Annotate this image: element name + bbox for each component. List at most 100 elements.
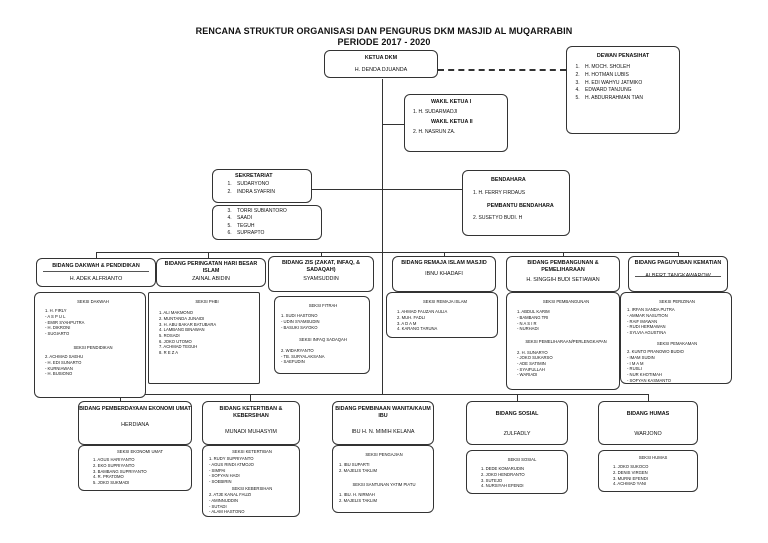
bidang-humas-box: BIDANG HUMAS WARJONO bbox=[598, 401, 698, 445]
member-line: 2. MUH. FADLI bbox=[397, 315, 426, 321]
ketua-box: KETUA DKM H. DENDA DJUANDA bbox=[324, 50, 438, 78]
sekretariat-staff-item: SUPRAPTO bbox=[233, 230, 321, 237]
section-label: SEKSI PEMELIHARAAN/PERLENGKAPAN bbox=[525, 339, 607, 345]
member-line: - SUGIARTO bbox=[45, 331, 70, 337]
section-lines: 1. IRFAN SANDA PUTRA - AMMAR NASUTION - … bbox=[627, 307, 727, 335]
member-line: - IMAM SUDIN bbox=[627, 354, 655, 360]
member-line: 1. ABDUL KARIM bbox=[517, 309, 550, 315]
section-lines: 1. SUDI HASTONO - UDIN SYAMSUDIN - BASUK… bbox=[281, 313, 365, 330]
member-line: 1. RUDY SUPRIYANTO bbox=[209, 456, 254, 462]
member-line: 7. ACHMAD TEGUH bbox=[159, 344, 198, 350]
bidang-wanita-title: BIDANG PEMBINAAN WANITA/KAUM IBU bbox=[335, 406, 431, 420]
bidang-phbi-box: BIDANG PERINGATAN HARI BESAR ISLAM ZAINA… bbox=[156, 258, 266, 287]
connector-bottom-horizontal bbox=[120, 394, 648, 395]
member-line: - NURHADI bbox=[517, 326, 539, 332]
bidang-humas-title: BIDANG HUMAS bbox=[626, 411, 670, 417]
bidang-remaja-head: IBNU KHADAFI bbox=[425, 271, 463, 278]
section-label: SEKSI SOSIAL bbox=[507, 457, 537, 462]
bidang-sosial-title: BIDANG SOSIAL bbox=[495, 411, 539, 417]
chart-title: RENCANA STRUKTUR ORGANISASI DAN PENGURUS… bbox=[195, 26, 573, 36]
member-line: 2. EKO SUPRIYANTO bbox=[93, 463, 135, 469]
section-label: SEKSI EKONOMI UMAT bbox=[117, 449, 163, 454]
bidang-remaja-members: SEKSI REMAJA ISLAM 1. AHMAD FAUZAN AULIA… bbox=[386, 292, 498, 338]
bidang-ketertiban-head: MUNADI MUHASYIM bbox=[225, 429, 277, 436]
member-line: - SOFYAN KASMANTO bbox=[627, 377, 672, 383]
sekretariat-staff-item: TORRI SUBIANTORO bbox=[233, 208, 321, 215]
member-line: - A S P U L bbox=[45, 314, 66, 320]
bidang-ekonomi-title: BIDANG PEMBERDAYAAN EKONOMI UMAT bbox=[79, 406, 191, 412]
member-line: 2. DENIS VIRGEN bbox=[613, 470, 648, 476]
connector-lower-vertical bbox=[382, 252, 383, 394]
member-line: - BAMBANG TRI bbox=[517, 315, 549, 321]
member-line: 4. LAMBANG BINAWAN bbox=[159, 327, 205, 333]
sekretariat-box: SEKRETARIAT SUDARYONO INDRA SYAFRIN bbox=[212, 169, 312, 203]
member-line: - I M A M bbox=[627, 360, 644, 366]
wakil-ketua-box: WAKIL KETUA I 1. H. SUDARMADJI WAKIL KET… bbox=[404, 94, 508, 152]
bidang-phbi-members: SEKSI PHBI 1. ALI MAKMONO 2. MUNTANDA JU… bbox=[148, 292, 260, 384]
sekretariat-staff-item: TEGUH bbox=[233, 223, 321, 230]
connector-bdrop-4 bbox=[517, 394, 518, 401]
bidang-dakwah-title: BIDANG DAKWAH & PENDIDIKAN bbox=[52, 263, 140, 269]
sekretariat-staff-box: TORRI SUBIANTORO SAADI TEGUH SUPRAPTO bbox=[212, 205, 322, 240]
section-lines: 2. ATJE KANAL FAUZI - AMINNUDDIN - SUTAD… bbox=[209, 492, 295, 515]
connector-bdrop-2 bbox=[250, 394, 251, 401]
member-line: - UDIN SYAMSUDIN bbox=[281, 319, 320, 325]
sekretariat-member: INDRA SYAFRIN bbox=[233, 189, 311, 197]
member-line: 2. MAJELIS TAKLIM bbox=[339, 468, 378, 474]
connector-drop-1 bbox=[96, 252, 97, 258]
bidang-dakwah-head: H. ADEK ALFRIANTO bbox=[69, 276, 123, 283]
member-line: 1. AHMAD FAUZAN AULIA bbox=[397, 309, 448, 315]
connector-drop-4 bbox=[444, 252, 445, 258]
ketua-name: H. DENDA DJUANDA bbox=[354, 67, 408, 74]
member-line: 4. ACHMAD YANI bbox=[613, 481, 647, 487]
bidang-dakwah-box: BIDANG DAKWAH & PENDIDIKAN H. ADEK ALFRI… bbox=[36, 258, 156, 287]
member-line: - NUR KHOTIMAH bbox=[627, 371, 662, 377]
member-line: 2. ACHMAD SAEHU bbox=[45, 354, 84, 360]
member-line: 3. SUTEJO bbox=[481, 477, 503, 483]
section-lines: 1. AGUS HARIYANTO 2. EKO SUPRIYANTO 3. B… bbox=[93, 457, 187, 485]
section-lines: 1. IBU SUPARTI 2. MAJELIS TAKLIM bbox=[339, 462, 429, 473]
section-lines: 2. WIDARYANTO - TB. SURYALAKSANA - SAEFU… bbox=[281, 348, 365, 365]
dewan-member: H. HOTMAN LUBIS bbox=[581, 72, 679, 80]
bidang-zis-box: BIDANG ZIS (ZAKAT, INFAQ, & SADAQAH) SYA… bbox=[268, 256, 374, 292]
bidang-remaja-title: BIDANG REMAJA ISLAM MASJID bbox=[401, 260, 487, 266]
member-line: 2. ATJE KANAL FAUZI bbox=[209, 492, 252, 498]
wakil-name-2: 2. H. NASRUN ZA. bbox=[413, 128, 456, 135]
member-line: - AGUS RINDI ATMOJO bbox=[209, 462, 254, 468]
member-line: 1. DEDE KOMARUDIN bbox=[481, 466, 525, 472]
section-lines: 1. AHMAD FAUZAN AULIA 2. MUH. FADLI 3. A… bbox=[397, 309, 493, 332]
member-line: - ADE SATIMIN bbox=[517, 360, 546, 366]
bidang-humas-members: SEKSI HUMAS 1. JOKO SUKOCO 2. DENIS VIRG… bbox=[598, 450, 698, 492]
sekretariat-member: SUDARYONO bbox=[233, 181, 311, 189]
bidang-kematian-members: SEKSI PERIZINAN 1. IRFAN SANDA PUTRA - A… bbox=[620, 292, 732, 384]
section-lines: 1. IBU. H. NIRMAH 2. MAJELIS TAKLIM bbox=[339, 492, 429, 503]
connector-drop-5 bbox=[563, 252, 564, 258]
member-line: 2. WIDARYANTO bbox=[281, 347, 314, 353]
bidang-ketertiban-box: BIDANG KETERTIBAN & KEBERSIHAN MUNADI MU… bbox=[202, 401, 300, 445]
bidang-sosial-head: ZULFADLY bbox=[503, 431, 531, 438]
bidang-humas-head: WARJONO bbox=[634, 431, 662, 438]
section-label: SEKSI REMAJA ISLAM bbox=[423, 299, 467, 304]
dewan-member: H. MOCH. SHOLEH bbox=[581, 64, 679, 72]
chart-subtitle: PERIODE 2017 - 2020 bbox=[337, 37, 431, 47]
member-line: 1. AGUS HARIYANTO bbox=[93, 457, 135, 463]
member-line: 2. JOKO HENDRANTO bbox=[481, 472, 525, 478]
member-line: 1. IRFAN SANDA PUTRA bbox=[627, 307, 675, 313]
section-lines: 1. RUDY SUPRIYANTO - AGUS RINDI ATMOJO -… bbox=[209, 456, 295, 484]
member-line: - AMINNUDDIN bbox=[209, 497, 239, 503]
sekretariat-title: SEKRETARIAT bbox=[235, 173, 273, 179]
member-line: 3. MURNI EFENDI bbox=[613, 475, 648, 481]
bidang-wanita-head: IBU H. N. MIMIH KELANA bbox=[351, 429, 415, 436]
section-lines: 2. ACHMAD SAEHU - H. EDI SUNARTO - KURNI… bbox=[45, 354, 141, 377]
section-label: SEKSI PERIZINAN bbox=[659, 299, 695, 304]
wakil-title-1: WAKIL KETUA I bbox=[431, 99, 472, 105]
member-line: 2. KUNTO PRANOWO BUDIO bbox=[627, 349, 684, 355]
member-line: - SUTADI bbox=[209, 503, 227, 509]
member-line: - SAEFUDIN bbox=[281, 359, 305, 365]
member-line: 1. IBU SUPARTI bbox=[339, 462, 370, 468]
dewan-member: H. ABDURRAHMAN TIAN bbox=[581, 95, 679, 103]
section-label: SEKSI DAKWAH bbox=[77, 299, 109, 304]
bidang-ketertiban-members: SEKSI KETERTIBAN 1. RUDY SUPRIYANTO - AG… bbox=[202, 445, 300, 517]
member-line: 4. NURSIYAH EFENDI bbox=[481, 483, 524, 489]
dewan-member: H. EDI WAHYU JATMIKO bbox=[581, 80, 679, 88]
